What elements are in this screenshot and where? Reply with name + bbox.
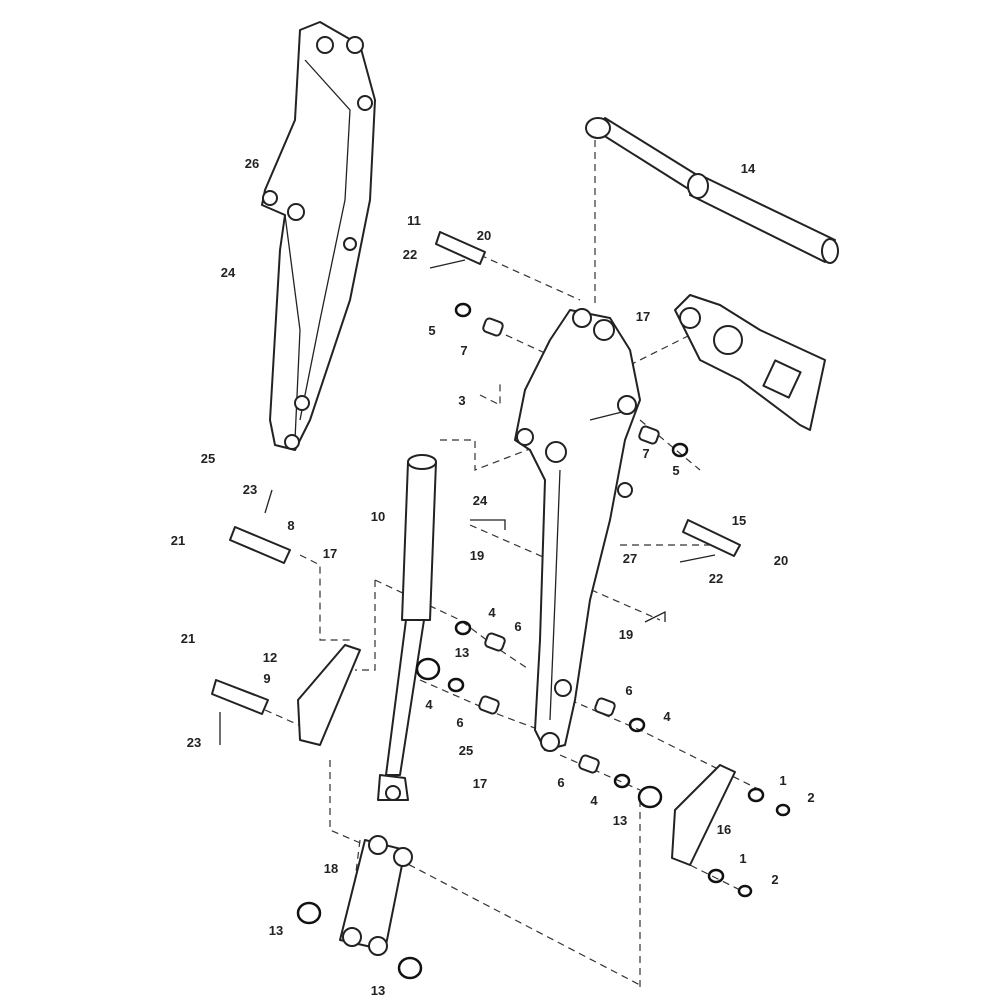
callout-label: 15: [732, 513, 746, 528]
callout-label: 7: [642, 446, 649, 461]
callout-label: 6: [557, 775, 564, 790]
boom-27: [514, 308, 641, 752]
bushings: [478, 317, 660, 774]
boom-cylinder-14: [585, 117, 839, 264]
pins: [211, 231, 741, 745]
callout-label: 4: [488, 605, 496, 620]
seals: [296, 302, 791, 980]
callout-label: 2: [807, 790, 814, 805]
plate-12: [297, 644, 361, 746]
callout-label: 22: [403, 247, 417, 262]
callout-label: 24: [473, 493, 488, 508]
callout-label: 23: [187, 735, 201, 750]
callout-label: 20: [477, 228, 491, 243]
callout-label: 4: [425, 697, 433, 712]
callout-label: 25: [459, 743, 473, 758]
callout-label: 14: [741, 161, 756, 176]
callout-label: 25: [201, 451, 215, 466]
callout-label: 11: [407, 213, 421, 228]
callout-label: 1: [739, 851, 746, 866]
callout-label: 7: [460, 343, 467, 358]
callout-label: 19: [470, 548, 484, 563]
callout-label: 19: [619, 627, 633, 642]
arm-cylinder-10: [377, 454, 437, 801]
callout-label: 26: [245, 156, 259, 171]
callout-label: 9: [263, 671, 270, 686]
callout-label: 6: [625, 683, 632, 698]
callout-label: 13: [455, 645, 469, 660]
frame-bracket: [674, 294, 826, 431]
callout-label: 3: [458, 393, 465, 408]
link-18: [339, 835, 413, 956]
callout-label: 24: [221, 265, 236, 280]
callout-label: 23: [243, 482, 257, 497]
plate-16: [671, 764, 736, 866]
callout-label: 5: [428, 323, 435, 338]
callout-label: 17: [323, 546, 337, 561]
callout-label: 17: [473, 776, 487, 791]
callout-label: 16: [717, 822, 731, 837]
callout-label: 2: [771, 872, 778, 887]
callout-label: 6: [456, 715, 463, 730]
callout-label: 22: [709, 571, 723, 586]
callout-label: 21: [171, 533, 185, 548]
callout-label: 21: [181, 631, 195, 646]
callout-label: 1: [779, 773, 786, 788]
callout-label: 10: [371, 509, 385, 524]
callout-label: 18: [324, 861, 338, 876]
callout-label: 20: [774, 553, 788, 568]
callout-label: 5: [672, 463, 679, 478]
arm-26: [261, 21, 376, 451]
callout-label: 17: [636, 309, 650, 324]
callout-label: 13: [613, 813, 627, 828]
callout-label: 12: [263, 650, 277, 665]
callout-label: 6: [514, 619, 521, 634]
callout-label: 4: [663, 709, 671, 724]
callout-label: 4: [590, 793, 598, 808]
callout-label: 13: [371, 983, 385, 998]
callout-label: 13: [269, 923, 283, 938]
callout-label: 8: [287, 518, 294, 533]
callout-label: 27: [623, 551, 637, 566]
